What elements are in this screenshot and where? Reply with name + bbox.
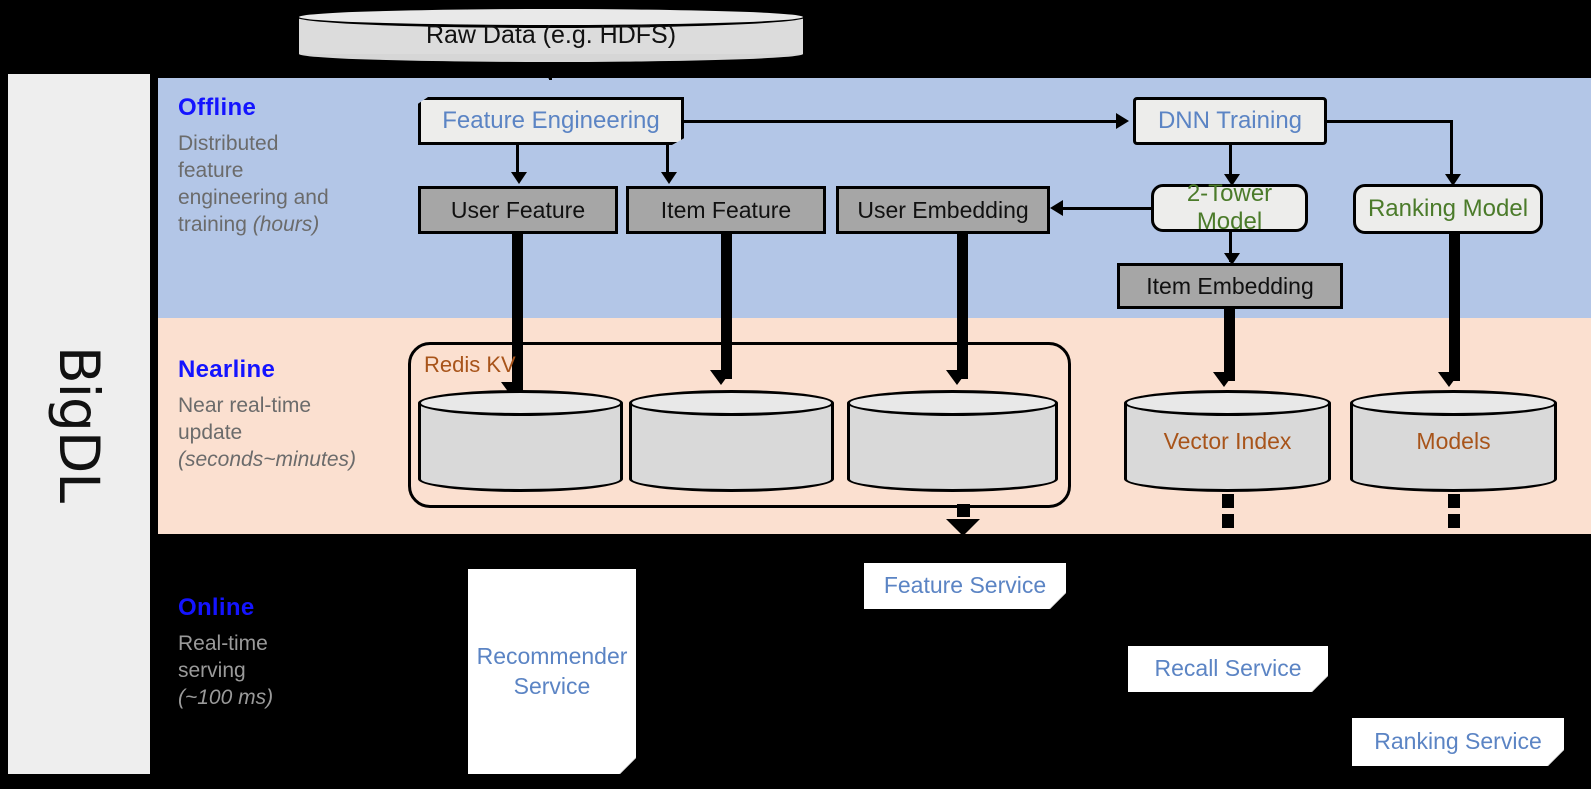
redis-kv-group — [408, 342, 1071, 508]
store-item-feature-label — [629, 390, 834, 492]
raw-data-source: Raw Data (e.g. HDFS) — [296, 6, 806, 65]
edge-fe-to-userfeature-arrowhead — [511, 172, 527, 184]
edge-userfeature-to-store — [512, 234, 523, 394]
edge-rankingmodel-to-models-arrowhead — [1438, 372, 1460, 387]
ranking-service-label: Ranking Service — [1374, 728, 1542, 755]
bigdl-framework-rail: BigDL — [8, 74, 150, 774]
node-user-feature[interactable]: User Feature — [418, 186, 618, 234]
edge-fe-to-dnn — [684, 120, 1116, 123]
edge-twotower-to-userembedding-arrowhead — [1050, 200, 1063, 216]
online-desc-l1: Real-time — [178, 632, 268, 655]
edge-rankingmodel-to-models — [1449, 234, 1460, 381]
edge-redis-to-featureservice-dash1 — [957, 504, 970, 517]
node-feature-service[interactable]: Feature Service — [864, 563, 1066, 609]
edge-fe-to-itemfeature — [666, 145, 669, 177]
node-item-embedding[interactable]: Item Embedding — [1117, 263, 1343, 309]
edge-dnn-to-ranking-h — [1327, 120, 1453, 123]
node-ranking-service[interactable]: Ranking Service — [1352, 718, 1564, 766]
node-item-feature[interactable]: Item Feature — [626, 186, 826, 234]
edge-dnn-to-ranking-arrowhead — [1445, 174, 1461, 186]
node-recall-service[interactable]: Recall Service — [1128, 646, 1328, 692]
cylinder-top-icon — [629, 390, 834, 416]
edge-fe-to-userfeature — [516, 145, 519, 177]
edge-models-to-ranking-dash2 — [1448, 514, 1460, 528]
node-user-embedding[interactable]: User Embedding — [836, 186, 1050, 234]
edge-dnn-to-ranking-v — [1450, 120, 1453, 180]
models-cylinder[interactable]: Models — [1350, 390, 1557, 492]
edge-twotower-to-userembedding — [1063, 207, 1153, 210]
node-feature-engineering[interactable]: Feature Engineering — [418, 97, 684, 145]
online-title: Online — [178, 594, 255, 621]
edge-rawdata-to-fe-arrowhead — [538, 64, 560, 79]
nearline-latency: (seconds~minutes) — [178, 447, 356, 471]
store-user-embedding-label — [847, 390, 1058, 492]
cylinder-top-icon — [418, 390, 623, 416]
user-embedding-label: User Embedding — [857, 196, 1029, 223]
cylinder-top-icon — [847, 390, 1058, 416]
models-label: Models — [1416, 427, 1491, 454]
edge-dnn-to-twotower-arrowhead — [1224, 174, 1240, 186]
raw-data-label: Raw Data (e.g. HDFS) — [425, 21, 677, 49]
two-tower-model-label: 2-Tower Model — [1186, 180, 1273, 235]
nearline-description: Near real-time update (seconds~minutes) — [178, 393, 408, 474]
cylinder-top-icon — [296, 6, 806, 28]
nearline-desc-l1: Near real-time — [178, 394, 312, 417]
item-feature-label: Item Feature — [660, 196, 792, 223]
online-caption: Online Real-time serving (~100 ms) — [178, 594, 408, 712]
offline-desc-l1: Distributed — [178, 132, 279, 155]
offline-caption: Offline Distributed feature engineering … — [178, 94, 408, 239]
offline-desc-l4: training — [178, 212, 253, 236]
edge-models-to-ranking-dash1 — [1448, 494, 1460, 508]
offline-description: Distributed feature engineering and trai… — [178, 131, 408, 239]
edge-dnn-to-twotower — [1229, 145, 1232, 179]
node-ranking-model[interactable]: Ranking Model — [1353, 184, 1543, 234]
edge-twotower-to-itemembedding — [1229, 232, 1232, 262]
cylinder-top-icon — [1124, 390, 1331, 416]
edge-itemembedding-to-vectorindex-arrowhead — [1213, 372, 1235, 387]
store-user-embedding-cylinder[interactable] — [847, 390, 1058, 492]
edge-userembedding-to-store — [957, 234, 968, 379]
item-embedding-label: Item Embedding — [1146, 272, 1314, 299]
recall-service-label: Recall Service — [1154, 655, 1302, 682]
cylinder-top-icon — [1350, 390, 1557, 416]
recommender-service-label-line1: Recommender — [476, 642, 628, 669]
dnn-training-label: DNN Training — [1157, 107, 1303, 135]
online-description: Real-time serving (~100 ms) — [178, 631, 408, 712]
edge-vectorindex-to-recall-dash1 — [1222, 494, 1234, 508]
store-user-feature-cylinder[interactable] — [418, 390, 623, 492]
user-feature-label: User Feature — [450, 196, 586, 223]
recommender-service-label-line2: Service — [513, 672, 591, 699]
store-user-feature-label — [418, 390, 623, 492]
edge-itemfeature-to-store — [721, 234, 732, 379]
edge-vectorindex-to-recall-dash2 — [1222, 514, 1234, 528]
offline-desc-l3: engineering and — [178, 185, 329, 209]
edge-fe-to-dnn-arrowhead — [1116, 113, 1129, 129]
feature-engineering-label: Feature Engineering — [442, 107, 660, 135]
edge-twotower-to-itemembedding-arrowhead — [1224, 253, 1240, 265]
edge-userembedding-to-store-arrowhead — [946, 370, 968, 385]
edge-itemembedding-to-vectorindex — [1224, 309, 1235, 381]
store-item-feature-cylinder[interactable] — [629, 390, 834, 492]
bigdl-label: BigDL — [47, 346, 112, 502]
edge-itemfeature-to-store-arrowhead — [710, 370, 732, 385]
cylinder-body-icon — [1350, 403, 1557, 479]
feature-service-label: Feature Service — [883, 572, 1047, 599]
online-latency: (~100 ms) — [178, 685, 274, 709]
edge-fe-to-itemfeature-arrowhead — [661, 172, 677, 184]
edge-redis-to-featureservice-arrowhead — [946, 519, 980, 536]
nearline-title: Nearline — [178, 356, 276, 383]
node-2-tower-model[interactable]: 2-Tower Model — [1151, 180, 1308, 235]
nearline-desc-l2: update — [178, 420, 243, 444]
node-dnn-training[interactable]: DNN Training — [1133, 97, 1327, 145]
offline-title: Offline — [178, 94, 257, 121]
offline-desc-l2: feature — [178, 158, 244, 182]
offline-latency: (hours) — [252, 212, 320, 236]
online-desc-l2: serving — [178, 658, 246, 682]
node-recommender-service[interactable]: Recommender Service — [468, 569, 636, 774]
vector-index-cylinder[interactable]: Vector Index — [1124, 390, 1331, 492]
ranking-model-label: Ranking Model — [1367, 195, 1529, 223]
nearline-caption: Nearline Near real-time update (seconds~… — [178, 356, 408, 474]
vector-index-label: Vector Index — [1163, 427, 1292, 454]
redis-kv-label: Redis KV — [424, 352, 516, 377]
